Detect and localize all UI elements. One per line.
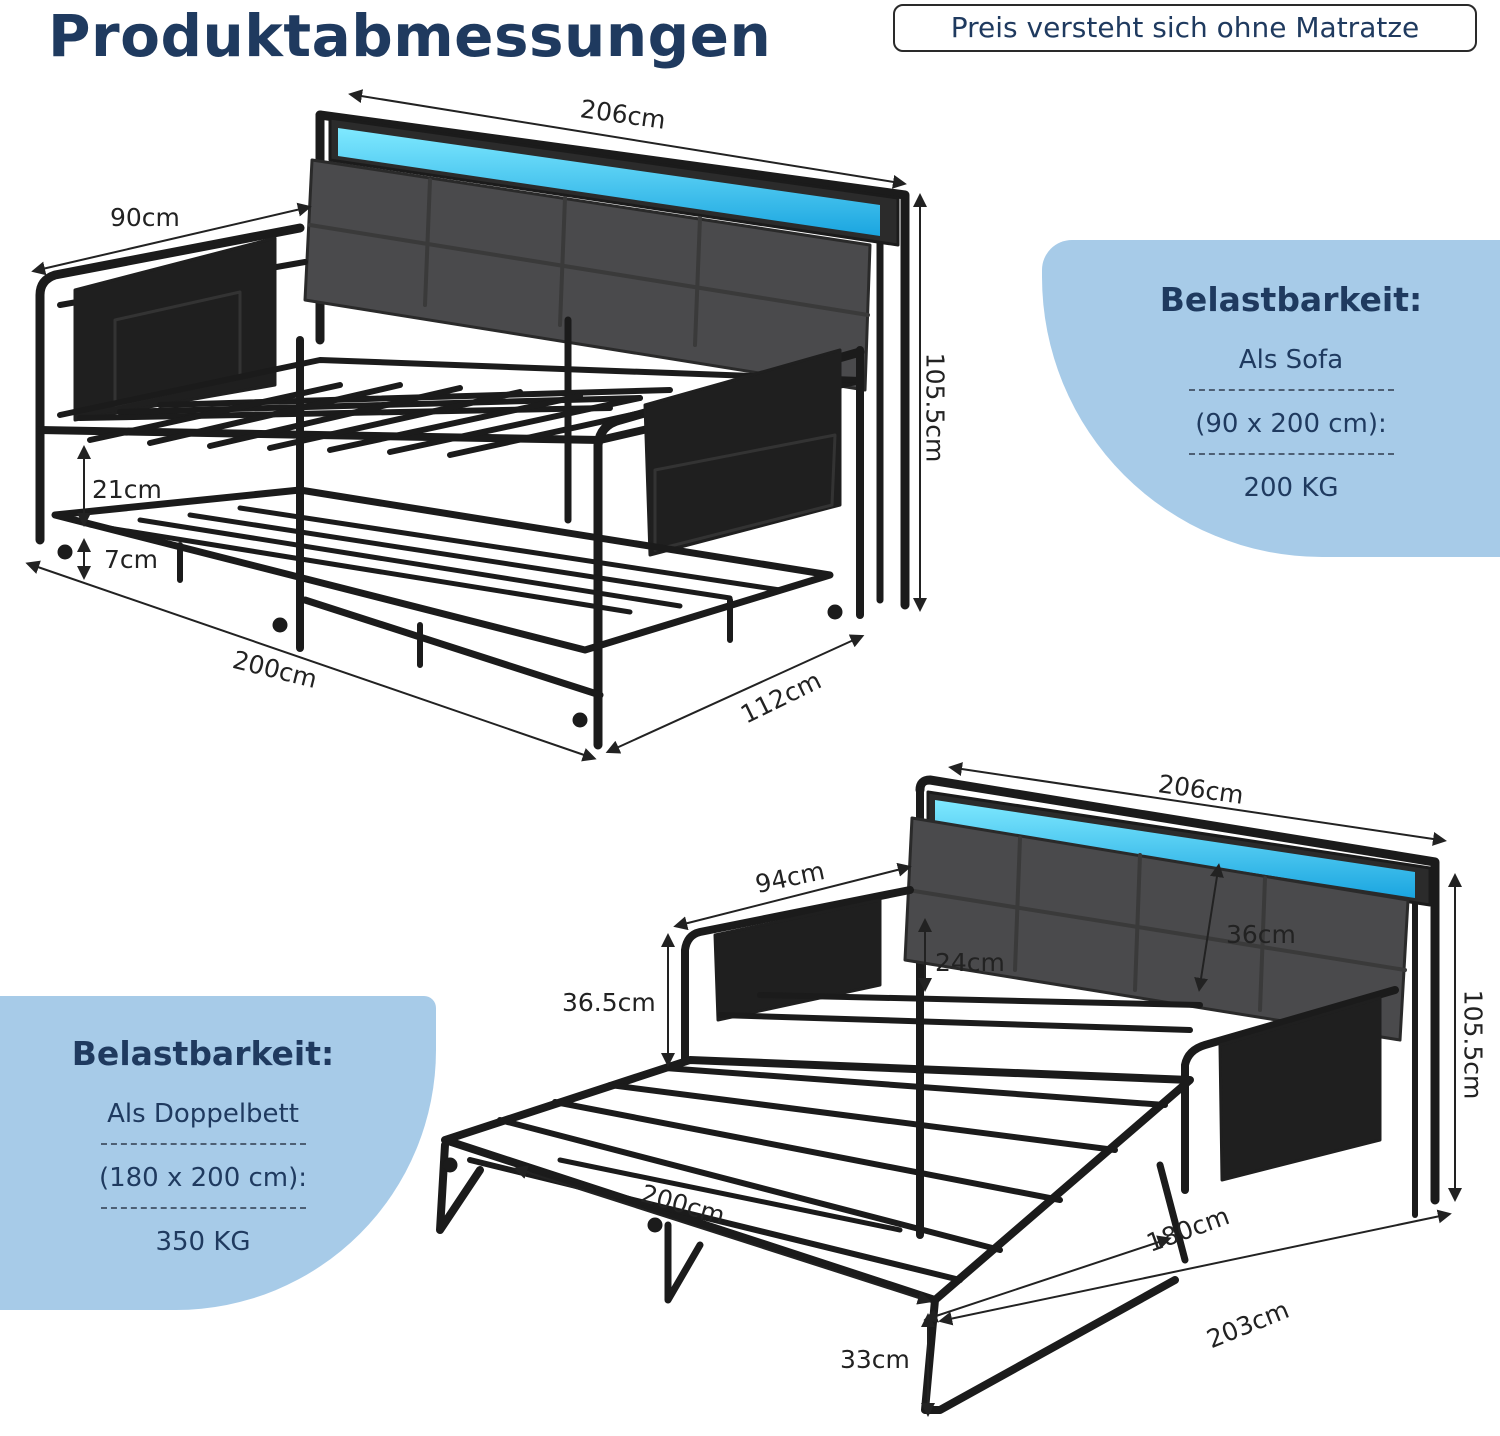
sofa-height-label: 105.5cm (920, 352, 950, 463)
sofa-load-size: (90 x 200 cm): (1195, 409, 1387, 439)
sofa-load-heading: Belastbarkeit: (1159, 280, 1423, 319)
bed-height-label: 105.5cm (1458, 989, 1488, 1100)
sofa-depth-label: 90cm (110, 203, 180, 232)
page-title: Produktabmessungen (48, 2, 772, 70)
divider (100, 1143, 306, 1145)
price-note-badge: Preis versteht sich ohne Matratze (893, 4, 1477, 52)
bed-load-mode: Als Doppelbett (107, 1099, 299, 1129)
sofa-clearance-label: 21cm (92, 475, 162, 504)
bed-leg-height-label: 33cm (840, 1345, 910, 1374)
sofa-load-panel: Belastbarkeit: Als Sofa (90 x 200 cm): 2… (1042, 240, 1500, 557)
bed-load-panel: Belastbarkeit: Als Doppelbett (180 x 200… (0, 996, 436, 1310)
divider (100, 1207, 306, 1209)
bed-armrest-height-label: 36.5cm (562, 988, 656, 1017)
bed-load-value: 350 KG (155, 1227, 251, 1257)
divider (1188, 453, 1394, 455)
bed-load-size: (180 x 200 cm): (98, 1163, 308, 1193)
bed-headboard-height-label: 36cm (1226, 920, 1296, 949)
sofa-load-mode: Als Sofa (1238, 345, 1344, 375)
sofa-load-value: 200 KG (1243, 473, 1339, 503)
bed-rail-height-label: 24cm (935, 948, 1005, 977)
bed-dimension-lines (513, 762, 1462, 1417)
sofa-dimension-lines (25, 89, 927, 762)
sofa-trundle-clearance-label: 7cm (104, 545, 159, 574)
divider (1188, 389, 1394, 391)
bed-load-heading: Belastbarkeit: (71, 1034, 335, 1073)
